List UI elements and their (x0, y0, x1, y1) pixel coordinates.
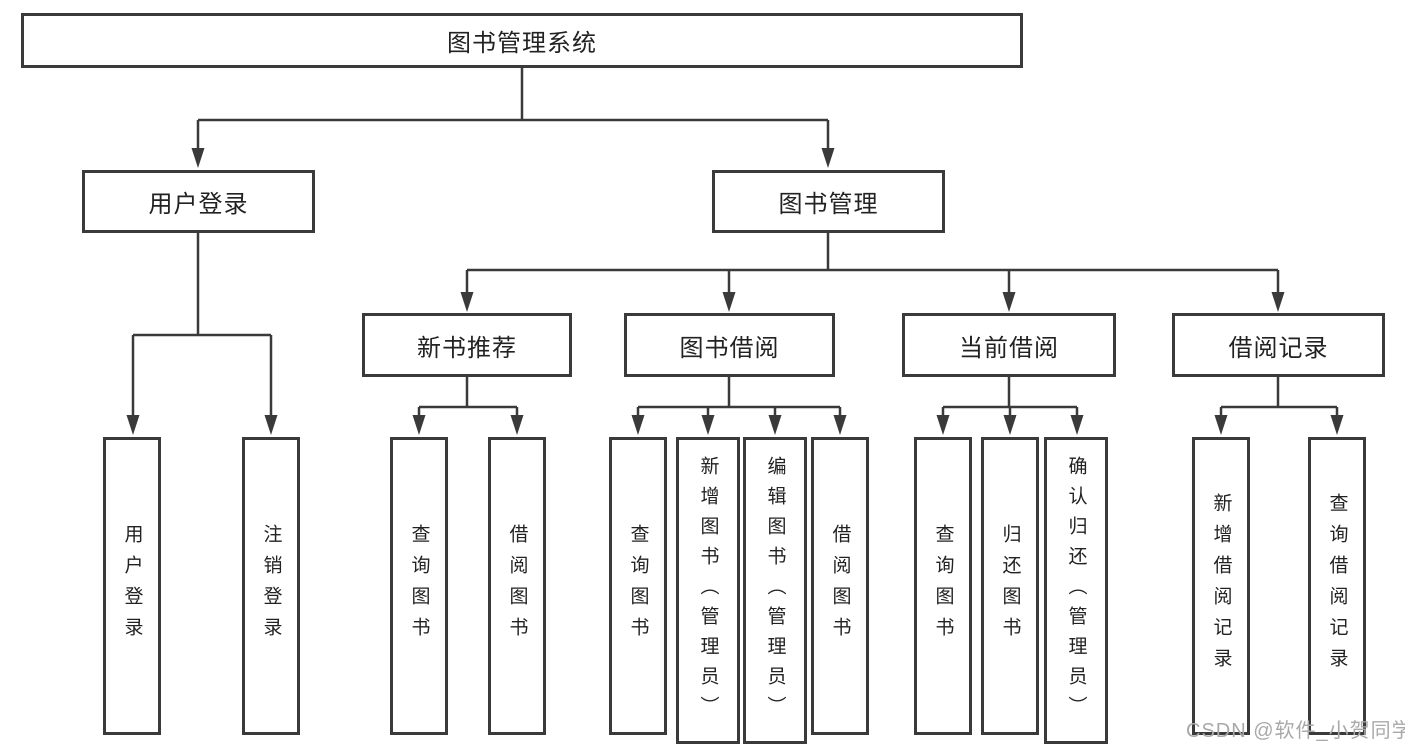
node-leaf-add-borrow-record: 新增借阅记录 (1192, 437, 1250, 735)
node-borrowing-records: 借阅记录 (1172, 313, 1385, 377)
node-new-book-recommend: 新书推荐 (362, 313, 572, 377)
node-book-borrowing: 图书借阅 (624, 313, 835, 377)
node-leaf-user-login: 用户登录 (103, 437, 161, 735)
node-book-management: 图书管理 (712, 170, 945, 233)
node-current-borrowing: 当前借阅 (902, 313, 1116, 377)
node-leaf-query-book-current: 查询图书 (914, 437, 972, 735)
node-library-system: 图书管理系统 (21, 13, 1023, 68)
node-leaf-query-borrow-record: 查询借阅记录 (1308, 437, 1366, 735)
node-leaf-borrow-book: 借阅图书 (811, 437, 869, 735)
node-leaf-add-book-admin: 新增图书（管理员） (676, 437, 740, 744)
node-user-login: 用户登录 (82, 170, 315, 233)
node-leaf-borrow-book-recommend: 借阅图书 (488, 437, 546, 735)
node-leaf-edit-book-admin: 编辑图书（管理员） (743, 437, 807, 744)
node-leaf-query-book-borrowing: 查询图书 (609, 437, 667, 735)
watermark: CSDN @软件_小贺同学 (1186, 720, 1405, 742)
node-leaf-logout: 注销登录 (242, 437, 300, 735)
node-leaf-confirm-return-admin: 确认归还（管理员） (1044, 437, 1108, 744)
node-leaf-query-book-recommend: 查询图书 (390, 437, 448, 735)
node-leaf-return-book: 归还图书 (981, 437, 1039, 735)
